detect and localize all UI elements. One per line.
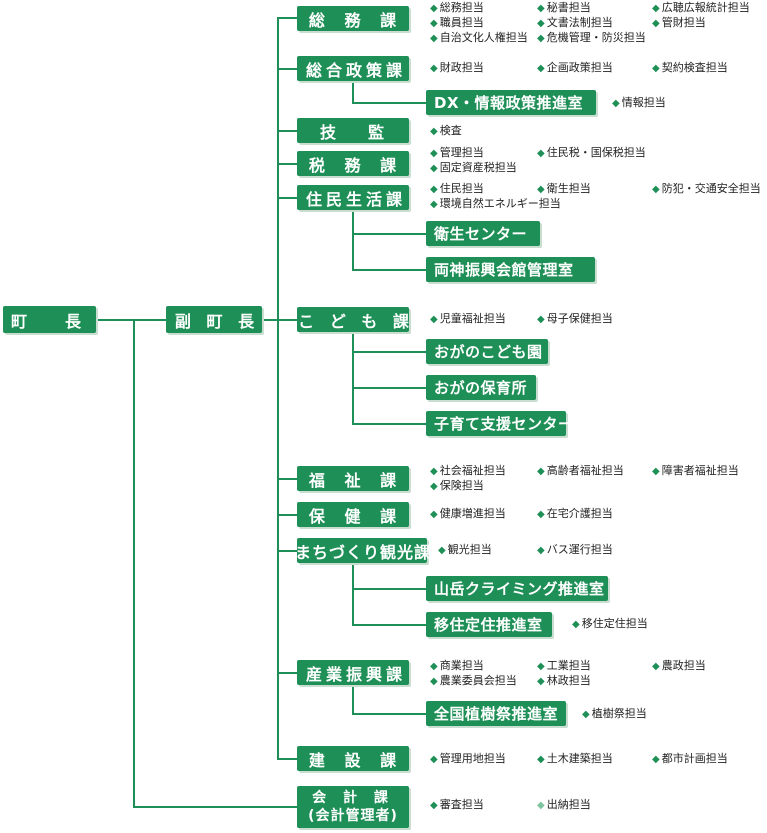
sub-line-sougou-v — [352, 80, 354, 103]
branch-soumu — [277, 17, 297, 19]
duty-item: 衛生担当 — [537, 182, 591, 197]
sub-line-machi-v — [352, 563, 354, 625]
duty-item: 住民担当 — [430, 182, 484, 197]
duty-item: 保険担当 — [430, 479, 484, 494]
duty-item: 自治文化人権担当 — [430, 31, 528, 46]
dept-sougou: 総合政策課 — [297, 56, 409, 81]
duty-item: 健康増進担当 — [430, 507, 506, 522]
sub-kodomoen: おがのこども園 — [426, 339, 548, 364]
duty-item: 住民税・国保税担当 — [537, 146, 646, 161]
dept-soumu: 総 務 課 — [297, 6, 409, 31]
branch-sangyo — [277, 672, 297, 674]
line-deputy-trunk-h — [262, 319, 278, 321]
branch-gikan — [277, 130, 297, 132]
sub-line-kodomo-h1 — [352, 351, 426, 353]
sub-line-jumin-h1 — [352, 233, 426, 235]
dept-gikan: 技 監 — [297, 118, 409, 143]
duty-item: 高齢者福祉担当 — [537, 464, 624, 479]
duty-item: 障害者福祉担当 — [652, 464, 739, 479]
duty-item: 審査担当 — [430, 798, 484, 813]
duty-item: 観光担当 — [438, 543, 492, 558]
duty-item: 都市計画担当 — [652, 752, 728, 767]
dept-kaikei-subtitle: (会計管理者) — [308, 808, 398, 824]
sub-line-jumin-v — [352, 210, 354, 270]
line-mayor-deputy — [96, 319, 166, 321]
sub-shokujusai: 全国植樹祭推進室 — [426, 701, 566, 726]
duty-item: 情報担当 — [612, 96, 666, 111]
duty-item: 児童福祉担当 — [430, 312, 506, 327]
sub-iju: 移住定住推進室 — [426, 612, 552, 637]
branch-fukushi — [277, 478, 297, 480]
duty-item: 林政担当 — [537, 674, 591, 689]
dept-kaikei-name: 会 計 課 — [312, 790, 394, 806]
duty-item: 環境自然エネルギー担当 — [430, 197, 561, 212]
branch-machi — [277, 550, 297, 552]
dept-hoken: 保 健 課 — [297, 502, 409, 527]
sub-ryoukami: 両神振興会館管理室 — [426, 257, 595, 282]
duty-item: 母子保健担当 — [537, 312, 613, 327]
sub-line-kodomo-v — [352, 332, 354, 424]
dept-kodomo: こ ど も 課 — [297, 307, 409, 332]
sub-sangaku: 山岳クライミング推進室 — [426, 576, 608, 601]
duty-item: 管理担当 — [430, 146, 484, 161]
duty-item: 商業担当 — [430, 659, 484, 674]
duty-item: 危機管理・防災担当 — [537, 31, 646, 46]
duty-item: 管財担当 — [652, 16, 706, 31]
duty-item: 農政担当 — [652, 659, 706, 674]
dept-sangyo: 産業振興課 — [297, 660, 409, 685]
duty-item: 固定資産税担当 — [430, 161, 517, 176]
duty-item: バス運行担当 — [537, 543, 613, 558]
duty-item: 広聴広報統計担当 — [652, 1, 750, 16]
duty-item: 出納担当 — [537, 798, 591, 813]
duty-item: 土木建築担当 — [537, 752, 613, 767]
duty-item: 管理用地担当 — [430, 752, 506, 767]
dept-zeimu: 税 務 課 — [297, 151, 409, 176]
sub-line-kodomo-h2 — [352, 387, 426, 389]
duty-item: 社会福祉担当 — [430, 464, 506, 479]
duty-item: 財政担当 — [430, 61, 484, 76]
duty-item: 秘書担当 — [537, 1, 591, 16]
duty-item: 移住定住担当 — [572, 617, 648, 632]
dept-fukushi: 福 祉 課 — [297, 466, 409, 491]
dept-jumin: 住民生活課 — [297, 185, 409, 210]
sub-hoikusho: おがの保育所 — [426, 375, 536, 400]
sub-line-sangyo-h — [352, 713, 426, 715]
sub-line-kodomo-h3 — [352, 423, 426, 425]
sub-eisei-center: 衛生センター — [426, 221, 540, 246]
sub-line-sougou-h — [352, 102, 426, 104]
duty-item: 在宅介護担当 — [537, 507, 613, 522]
line-trunk — [277, 17, 279, 759]
branch-jumin — [277, 197, 297, 199]
branch-zeimu — [277, 163, 297, 165]
duty-item: 文書法制担当 — [537, 16, 613, 31]
branch-hoken — [277, 514, 297, 516]
branch-kodomo — [277, 319, 297, 321]
dept-kaikei: 会 計 課 (会計管理者) — [297, 786, 409, 828]
mayor-box: 町 長 — [3, 306, 96, 333]
duty-item: 総務担当 — [430, 1, 484, 16]
branch-kensetsu — [277, 758, 297, 760]
duty-item: 農業委員会担当 — [430, 674, 517, 689]
line-mayor-down — [133, 319, 135, 807]
branch-sougou — [277, 68, 297, 70]
dept-machi: まちづくり観光課 — [295, 538, 430, 563]
duty-item: 検査 — [430, 124, 462, 139]
sub-line-jumin-h2 — [352, 269, 426, 271]
duty-item: 職員担当 — [430, 16, 484, 31]
duty-item: 防犯・交通安全担当 — [652, 182, 761, 197]
sub-line-sangyo-v — [352, 685, 354, 714]
sub-dx: DX・情報政策推進室 — [426, 90, 596, 115]
duty-item: 植樹祭担当 — [582, 707, 647, 722]
sub-line-machi-h1 — [352, 588, 426, 590]
duty-item: 契約検査担当 — [652, 61, 728, 76]
deputy-mayor-box: 副 町 長 — [166, 306, 262, 333]
duty-item: 企画政策担当 — [537, 61, 613, 76]
sub-kosodate: 子育て支援センター — [426, 411, 573, 436]
line-to-kaikei — [133, 806, 297, 808]
dept-kensetsu: 建 設 課 — [297, 746, 409, 771]
duty-item: 工業担当 — [537, 659, 591, 674]
sub-line-machi-h2 — [352, 624, 426, 626]
